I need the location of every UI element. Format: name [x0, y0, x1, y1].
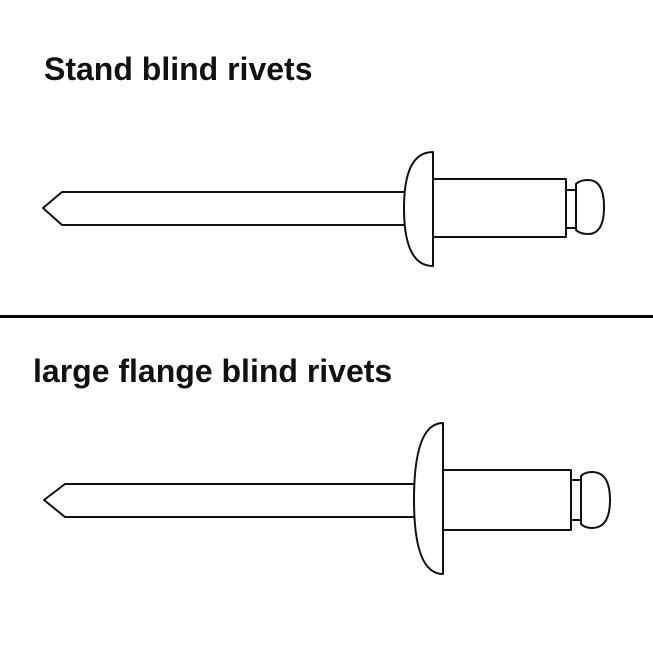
standard-rivet-drawing	[42, 151, 605, 267]
standard-rivet-mandrel-head	[575, 179, 605, 235]
section-divider	[0, 315, 653, 318]
large-flange-rivet-title: large flange blind rivets	[33, 353, 393, 389]
large-flange-rivet-mandrel-head	[580, 471, 611, 529]
large-flange-rivet-mandrel-neck	[570, 479, 582, 521]
standard-rivet-section: Stand blind rivets	[0, 0, 653, 316]
large-flange-rivet-body	[442, 469, 572, 531]
standard-rivet-flange	[403, 151, 434, 267]
large-flange-rivet-drawing	[43, 422, 611, 575]
standard-rivet-mandrel-neck	[565, 189, 577, 229]
standard-rivet-mandrel	[42, 191, 408, 226]
large-flange-rivet-mandrel	[43, 483, 417, 518]
standard-rivet-title: Stand blind rivets	[44, 51, 313, 87]
standard-rivet-body	[431, 178, 567, 238]
large-flange-rivet-section: large flange blind rivets	[0, 318, 653, 653]
large-flange-rivet-flange	[413, 422, 444, 575]
